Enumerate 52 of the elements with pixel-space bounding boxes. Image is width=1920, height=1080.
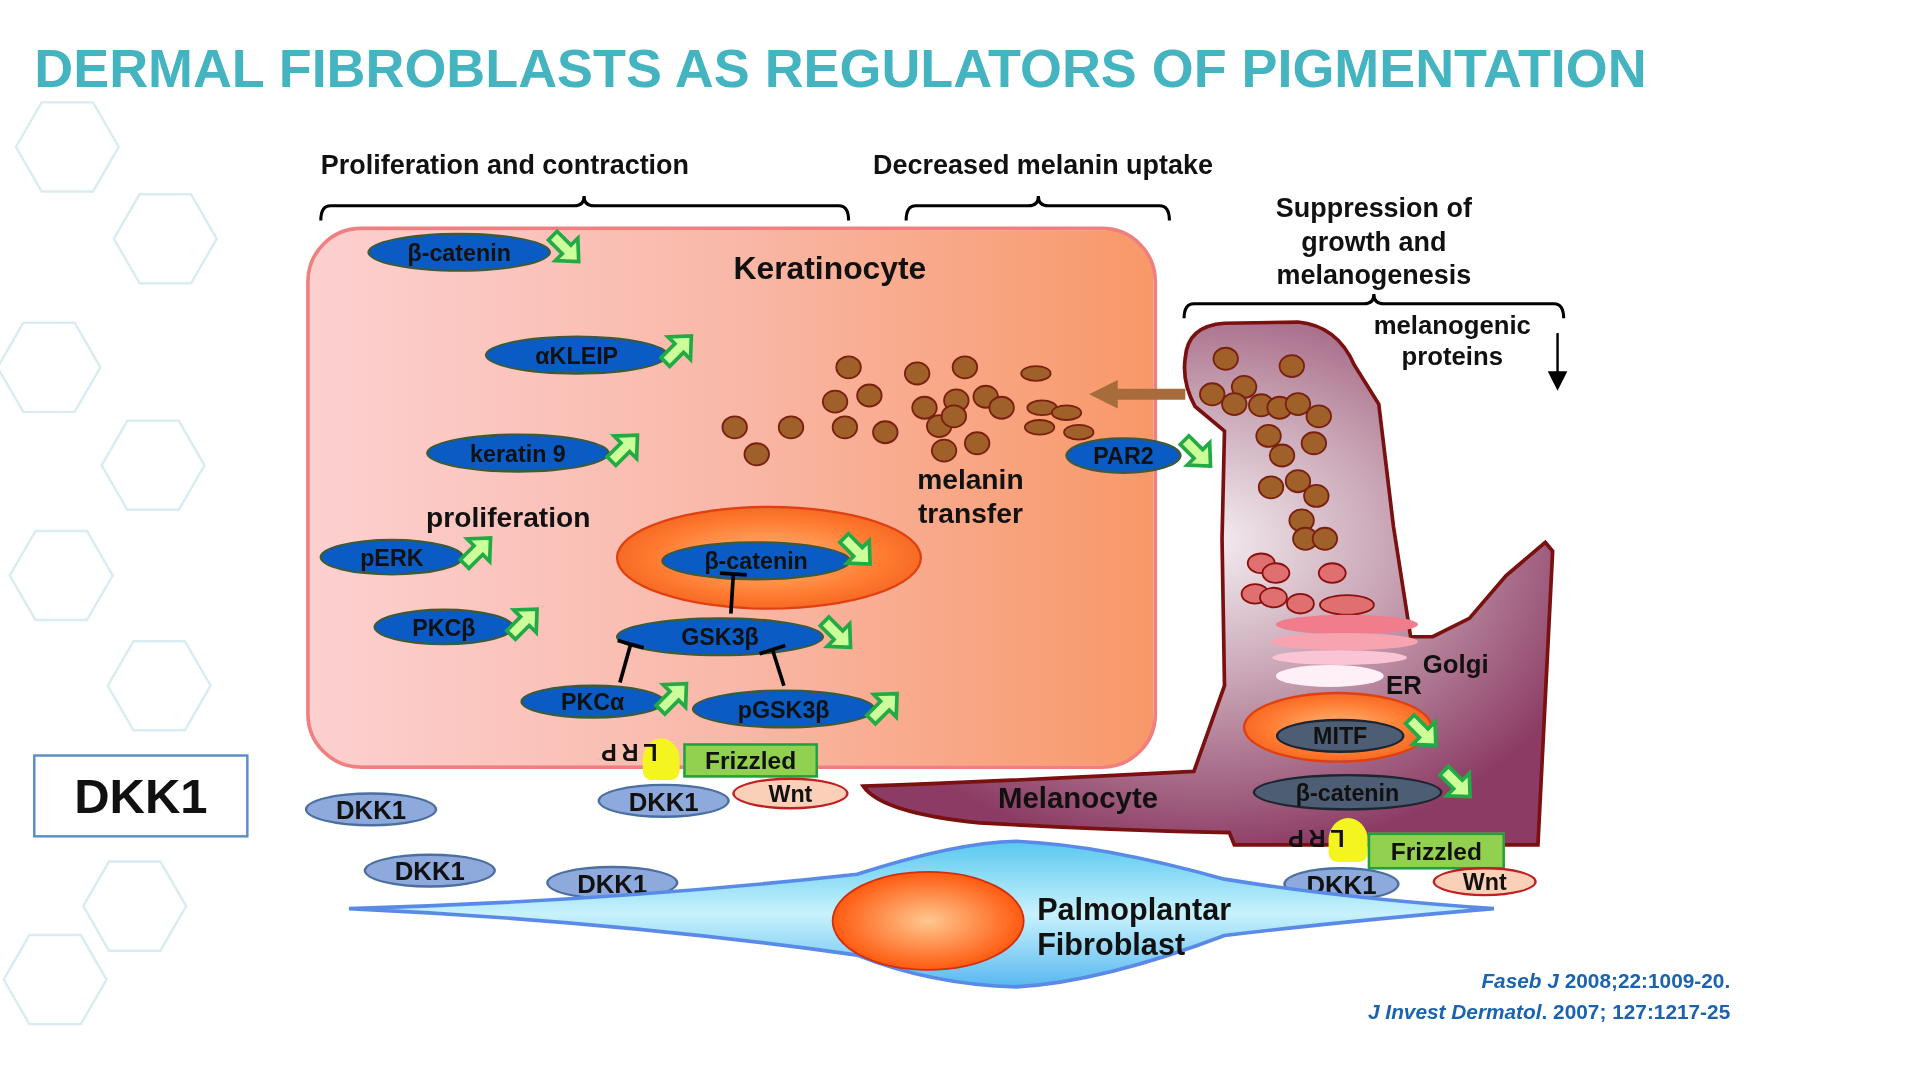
protein-label: DKK1 bbox=[628, 787, 699, 814]
section-heading: Decreased melanin uptake bbox=[873, 148, 1213, 182]
protein-label: Frizzled bbox=[705, 748, 797, 773]
keratinocyte-cell bbox=[306, 226, 1158, 769]
protein-label: β-catenin bbox=[407, 240, 511, 264]
protein-label: Wnt bbox=[768, 781, 813, 806]
section-heading: Suppression of growth and melanogenesis bbox=[1274, 191, 1473, 293]
protein-label: keratin 9 bbox=[470, 441, 566, 465]
annotation-text: proliferation bbox=[426, 500, 591, 535]
protein-label: MITF bbox=[1313, 724, 1368, 748]
protein-label: Frizzled bbox=[1390, 838, 1482, 864]
protein-ellipse bbox=[319, 538, 465, 576]
protein-label: PKCβ bbox=[412, 615, 476, 639]
protein-ellipse bbox=[367, 232, 551, 272]
protein-ellipse bbox=[615, 617, 825, 657]
cell-label: Melanocyte bbox=[997, 783, 1158, 814]
protein-ellipse bbox=[426, 433, 610, 473]
protein-ellipse bbox=[1275, 718, 1405, 754]
protein-label: pERK bbox=[360, 545, 424, 569]
reference-text: Faseb J 2008;22:1009-20. bbox=[1480, 969, 1731, 995]
reference-text: J Invest Dermatol. 2007; 127:1217-25 bbox=[1367, 1000, 1731, 1026]
protein-ellipse bbox=[691, 689, 876, 729]
inhibition-line bbox=[718, 571, 749, 614]
annotation-text: Golgi bbox=[1422, 649, 1489, 680]
protein-label: β-catenin bbox=[1295, 780, 1400, 804]
receptor-rectangle bbox=[1367, 832, 1505, 870]
cell-label: Palmoplantar Fibroblast bbox=[1037, 891, 1233, 962]
inhibition-line bbox=[615, 638, 646, 683]
annotation-text: melanogenic proteins bbox=[1372, 310, 1532, 372]
protein-label: PKCα bbox=[560, 690, 625, 714]
receptor-label: LRP bbox=[1283, 824, 1345, 851]
annotation-text: melanin transfer bbox=[916, 462, 1025, 531]
protein-label: PAR2 bbox=[1093, 443, 1154, 468]
protein-label: β-catenin bbox=[704, 549, 808, 573]
slide-title: DERMAL FIBROBLASTS AS REGULATORS OF PIGMENTATION bbox=[34, 36, 1647, 100]
protein-label: Wnt bbox=[1462, 870, 1507, 894]
receptor-label: LRP bbox=[596, 738, 658, 766]
annotation-text: ER bbox=[1386, 670, 1422, 701]
receptor-rectangle bbox=[683, 743, 818, 778]
protein-label: DKK1 bbox=[336, 796, 407, 823]
arrow bbox=[1089, 379, 1186, 409]
protein-label: DKK1 bbox=[394, 857, 465, 884]
protein-label: GSK3β bbox=[681, 625, 759, 649]
label-box bbox=[33, 754, 249, 838]
protein-label: DKK1 bbox=[577, 870, 648, 896]
section-heading: Proliferation and contraction bbox=[320, 148, 689, 182]
inhibition-line bbox=[757, 643, 788, 687]
box-label: DKK1 bbox=[74, 771, 208, 821]
protein-label: αKLEIP bbox=[535, 343, 619, 367]
protein-label: pGSK3β bbox=[737, 697, 830, 721]
protein-ellipse bbox=[732, 777, 849, 810]
cell-label: Keratinocyte bbox=[733, 252, 927, 285]
